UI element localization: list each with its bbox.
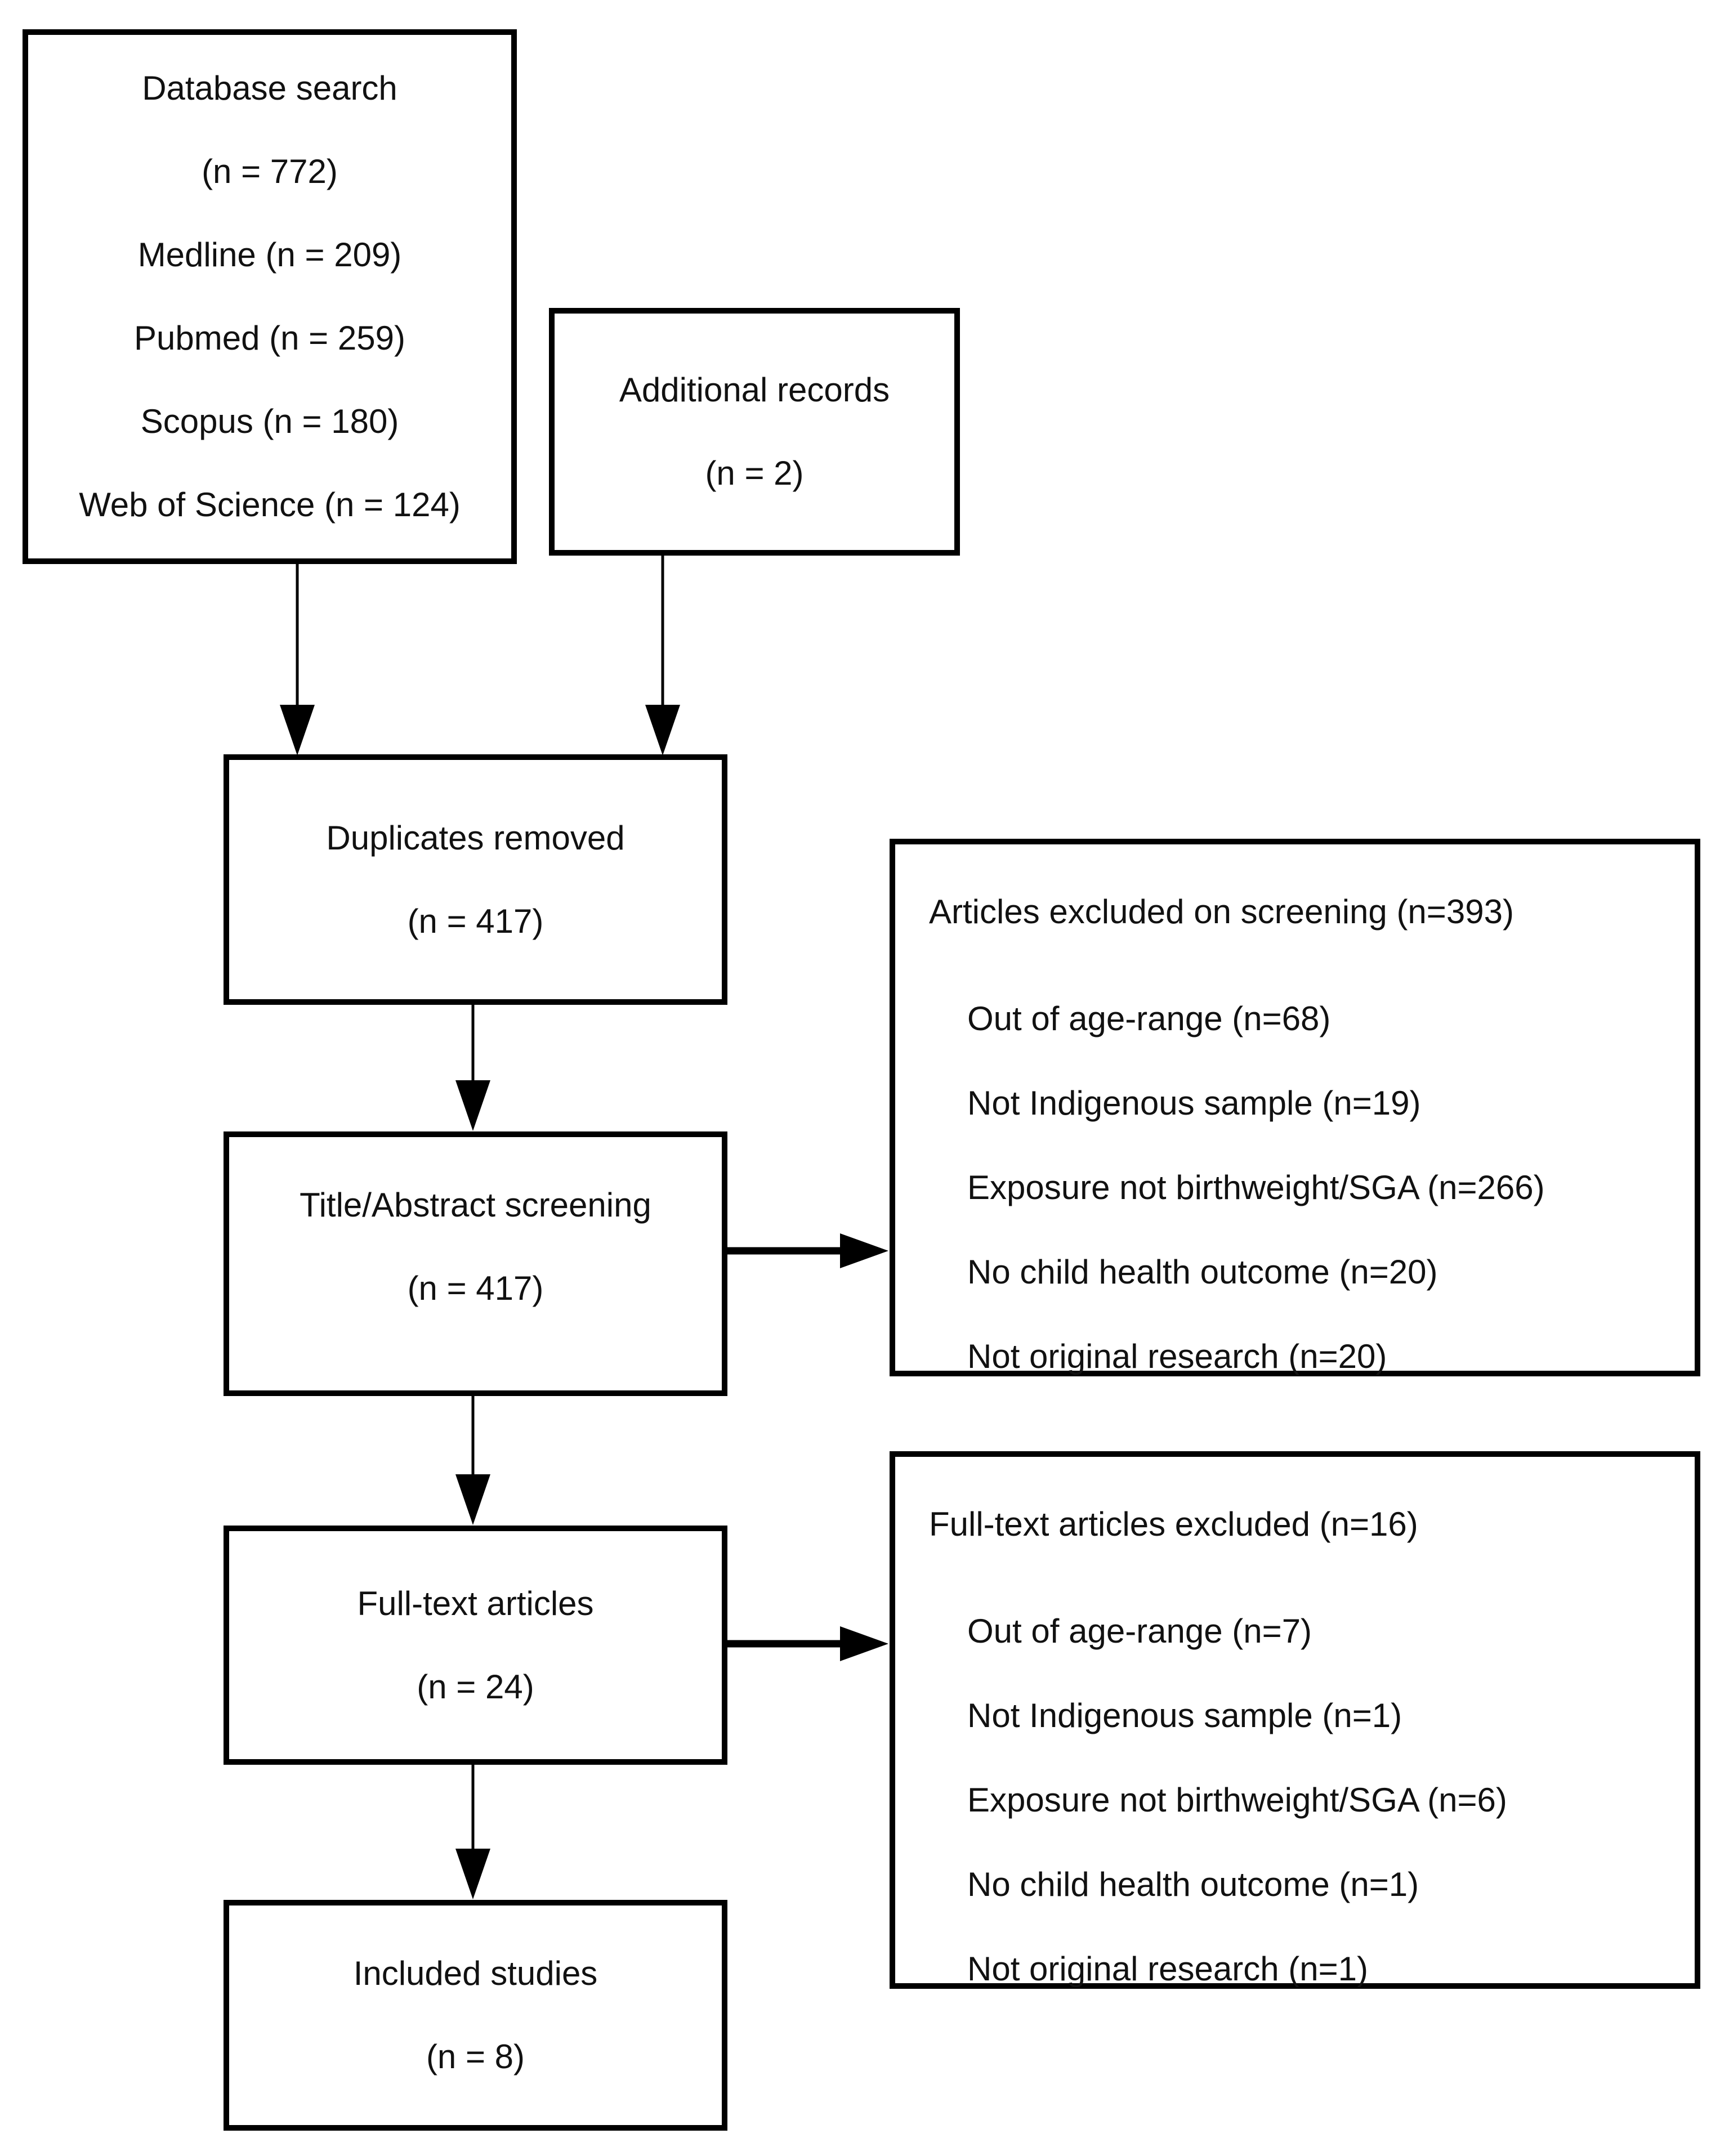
additional-records-count: (n = 2) (705, 454, 804, 492)
fulltext-excluded-item-outcome: No child health outcome (n=1) (967, 1866, 1419, 1903)
screening-excluded-item-outcome: No child health outcome (n=20) (967, 1253, 1438, 1291)
screening-excluded-item-exposure: Exposure not birthweight/SGA (n=266) (967, 1169, 1545, 1206)
title-abstract-screening-title: Title/Abstract screening (300, 1186, 651, 1224)
full-text-articles-box: Full-text articles (n = 24) (224, 1526, 727, 1765)
arrow-fulltext-to-excluded (726, 1626, 888, 1661)
arrow-screening-to-fulltext (455, 1396, 490, 1525)
additional-records-title: Additional records (619, 371, 890, 409)
included-studies-box: Included studies (n = 8) (224, 1900, 727, 2131)
fulltext-excluded-item-exposure: Exposure not birthweight/SGA (n=6) (967, 1781, 1507, 1819)
duplicates-removed-count: (n = 417) (407, 902, 544, 940)
database-search-webofscience: Web of Science (n = 124) (79, 486, 461, 524)
fulltext-excluded-item-indigenous: Not Indigenous sample (n=1) (967, 1697, 1402, 1734)
database-search-total: (n = 772) (202, 153, 338, 190)
arrow-database-to-duplicates (280, 564, 315, 755)
fulltext-excluded-item-original: Not original research (n=1) (967, 1950, 1369, 1988)
title-abstract-screening-box: Title/Abstract screening (n = 417) (224, 1131, 727, 1396)
screening-excluded-item-original: Not original research (n=20) (967, 1338, 1387, 1375)
additional-records-box: Additional records (n = 2) (549, 308, 960, 556)
screening-excluded-item-age-range: Out of age-range (n=68) (967, 1000, 1331, 1037)
fulltext-excluded-item-age-range: Out of age-range (n=7) (967, 1612, 1312, 1650)
database-search-scopus: Scopus (n = 180) (140, 402, 399, 440)
arrow-screening-to-fulltext-head (455, 1474, 490, 1525)
duplicates-removed-box: Duplicates removed (n = 417) (224, 754, 727, 1005)
included-studies-title: Included studies (353, 1954, 598, 1992)
arrow-duplicates-to-screening (455, 1005, 490, 1131)
arrow-duplicates-to-screening-head (455, 1080, 490, 1131)
screening-excluded-item-indigenous: Not Indigenous sample (n=19) (967, 1084, 1421, 1122)
arrow-additional-to-duplicates-head (645, 705, 680, 755)
database-search-pubmed: Pubmed (n = 259) (134, 319, 405, 357)
screening-excluded-title: Articles excluded on screening (n=393) (929, 893, 1514, 931)
arrow-additional-to-duplicates (645, 556, 680, 755)
arrow-fulltext-to-included-head (455, 1849, 490, 1899)
arrow-screening-to-excluded-head (840, 1233, 888, 1268)
database-search-title: Database search (142, 69, 397, 107)
duplicates-removed-title: Duplicates removed (326, 818, 625, 857)
title-abstract-screening-count: (n = 417) (407, 1269, 544, 1307)
arrow-fulltext-to-included (455, 1765, 490, 1899)
screening-excluded-box: Articles excluded on screening (n=393) O… (890, 839, 1700, 1376)
full-text-articles-title: Full-text articles (357, 1584, 594, 1622)
full-text-articles-count: (n = 24) (417, 1667, 534, 1706)
arrow-screening-to-excluded (726, 1233, 888, 1268)
arrow-fulltext-to-excluded-head (840, 1626, 888, 1661)
arrow-database-to-duplicates-head (280, 705, 315, 755)
fulltext-excluded-box: Full-text articles excluded (n=16) Out o… (890, 1451, 1700, 1989)
database-search-medline: Medline (n = 209) (137, 236, 402, 274)
fulltext-excluded-title: Full-text articles excluded (n=16) (929, 1505, 1418, 1543)
included-studies-count: (n = 8) (426, 2038, 525, 2076)
database-search-box: Database search (n = 772) Medline (n = 2… (23, 29, 517, 564)
